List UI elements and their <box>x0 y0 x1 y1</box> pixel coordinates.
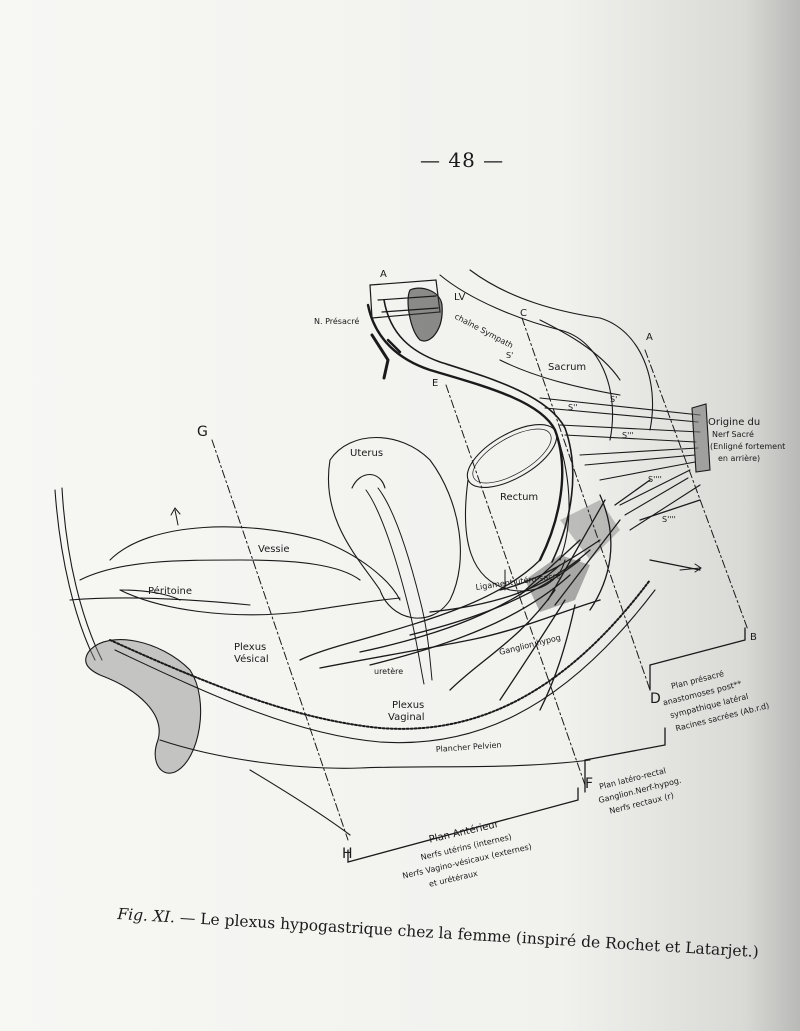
label-group-plan-latero-rectal: Plan latéro-rectal Ganglion.Nerf-hypog. … <box>598 765 683 816</box>
label-rectum: Rectum <box>500 492 538 503</box>
arrows <box>170 507 702 591</box>
label-uterus: Uterus <box>350 448 383 459</box>
label-lv: LV <box>454 292 465 303</box>
bracket-plan-anterieur <box>347 787 579 863</box>
plane-line-c-d <box>521 317 651 691</box>
perineum <box>159 739 591 769</box>
abdominal-wall <box>54 487 103 661</box>
label-group-plan-presacre: Plan présacré anastomoses post** sympath… <box>662 668 770 733</box>
pubic-bone <box>85 639 202 774</box>
label-plane-c: C <box>520 308 527 319</box>
label-plane-a-top: A <box>380 269 387 280</box>
bracket-plan-presacre <box>649 627 746 691</box>
label-plane-e: E <box>432 378 438 389</box>
caption-prefix: Fig. XI. <box>116 905 176 927</box>
label-plexus-vesical-1: Plexus <box>234 642 266 653</box>
plane-line-a-b <box>644 349 749 631</box>
label-plexus-vaginal-2: Vaginal <box>388 712 425 723</box>
vertebra <box>369 279 443 342</box>
pelvic-floor <box>109 579 651 730</box>
hypogastric-plexus <box>299 479 701 711</box>
label-s1: S' <box>506 351 513 360</box>
plan-brackets <box>347 627 746 863</box>
label-s4: S'''' <box>648 475 662 484</box>
label-origine-4: en arrière) <box>718 453 760 463</box>
nerf-sacre-origin <box>691 403 711 473</box>
label-plane-b: B <box>750 632 757 643</box>
label-s5: S'''' <box>662 515 676 524</box>
bracket-plan-latero-rectal <box>584 727 666 793</box>
uterus <box>327 436 461 619</box>
bladder <box>109 526 401 616</box>
label-plancher-pelvien: Plancher Pelvien <box>436 740 502 754</box>
label-plane-g: G <box>197 424 208 440</box>
peritoneum <box>69 559 361 606</box>
label-s1b: S' <box>610 395 617 404</box>
label-plane-h: H <box>342 846 353 862</box>
page-number: — 48 — <box>420 148 505 172</box>
label-group-plan-anterieur: Plan Antérieur Nerfs utérins (internes) … <box>401 818 532 889</box>
label-plexus-vaginal-1: Plexus <box>392 700 424 711</box>
label-plexus-vesical-2: Vésical <box>234 653 269 665</box>
label-peritoine: Péritoine <box>148 585 192 597</box>
label-plane-a-right: A <box>646 332 653 343</box>
presacral-nerve <box>366 299 574 563</box>
ganglion-mass <box>525 500 620 612</box>
label-s3: S''' <box>622 431 634 440</box>
label-chaine-sympath: chaîne Sympath <box>453 312 515 350</box>
vagina <box>365 487 433 685</box>
section-planes <box>211 317 749 841</box>
label-s2: S'' <box>568 403 577 412</box>
label-uretere: uretère <box>374 666 403 676</box>
plane-line-g-h <box>211 439 349 841</box>
label-ganglion-hypog: Ganglion hypog <box>498 633 561 657</box>
ureter <box>319 599 601 669</box>
label-plane-f: F <box>585 776 593 792</box>
sacrum-outline <box>439 269 654 441</box>
label-origine-1: Origine du <box>708 417 760 428</box>
label-vessie: Vessie <box>258 544 290 555</box>
label-origine-2: Nerf Sacré <box>712 429 754 439</box>
label-origine-3: (Enligné fortement <box>710 441 785 451</box>
label-plane-d: D <box>650 691 661 707</box>
label-n-presacre: N. Présacré <box>314 316 359 326</box>
sacral-roots <box>539 397 701 531</box>
labels: A A B C D E F G H LV N. Présacré chaîne … <box>148 269 785 889</box>
label-sacrum: Sacrum <box>548 362 586 373</box>
